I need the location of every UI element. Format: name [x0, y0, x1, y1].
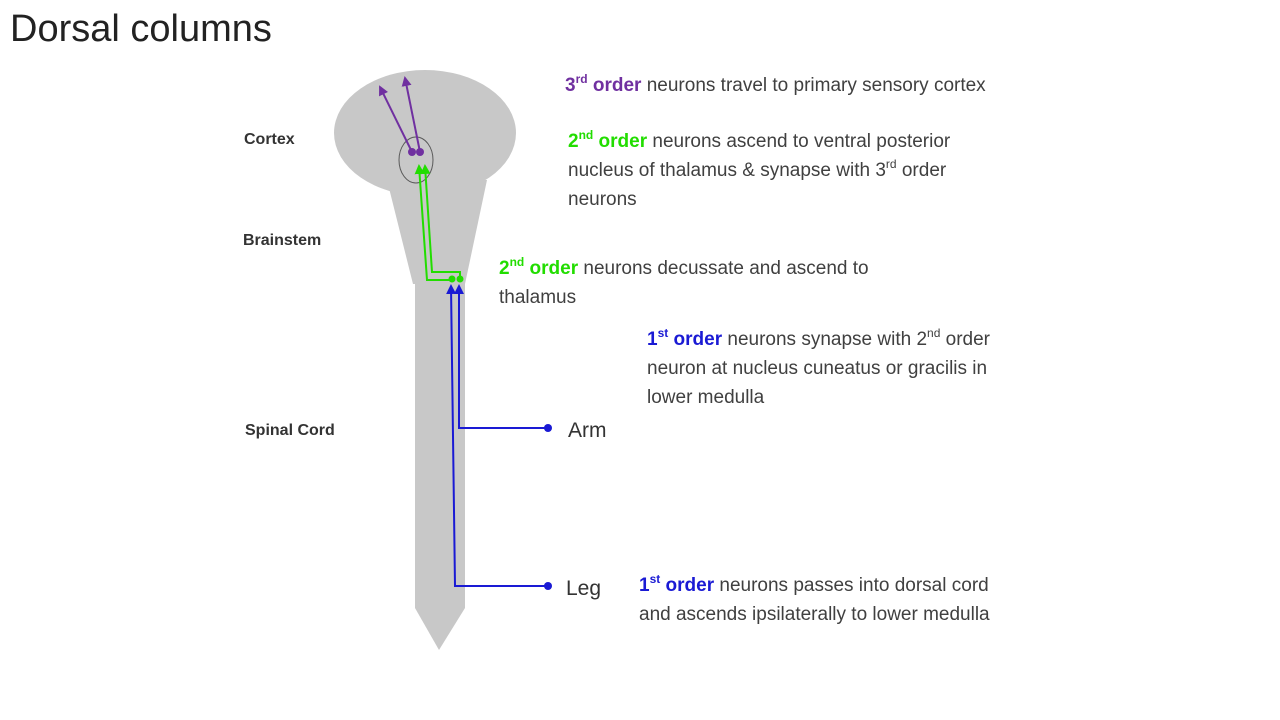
spinal-cord-label: Spinal Cord — [245, 422, 335, 439]
spinal-cord-shape — [415, 280, 465, 650]
third-order-synapse-dot-1 — [408, 148, 416, 156]
note-second-decussate-text: neurons decussate and ascend to thalamus — [499, 258, 869, 308]
note-first-dorsal-num: 1 — [639, 575, 650, 596]
note-third-order-label: order — [592, 75, 642, 96]
note-third-order-num: 3 — [565, 75, 576, 96]
note-second-thalamus-sup2: rd — [885, 157, 897, 171]
note-first-dorsal-label: order — [665, 575, 715, 596]
note-second-order-decussate: 2nd order neurons decussate and ascend t… — [499, 254, 939, 312]
note-second-decussate-label: order — [529, 258, 579, 279]
leg-receptor-dot — [544, 582, 552, 590]
note-third-order: 3rd order neurons travel to primary sens… — [565, 71, 1085, 100]
second-order-neuron-1 — [414, 164, 452, 281]
first-order-neuron-leg — [446, 284, 547, 587]
second-order-synapse-dot-2 — [456, 275, 464, 283]
note-first-dorsal-text: neurons passes into dorsal cord and asce… — [639, 575, 990, 625]
note-third-order-text: neurons travel to primary sensory cortex — [646, 75, 986, 96]
note-first-synapse-sup2: nd — [927, 326, 941, 340]
note-first-order-synapse: 1st order neurons synapse with 2nd order… — [647, 325, 1017, 412]
note-second-thalamus-text-before: neurons ascend to ventral posterior nucl… — [568, 131, 951, 181]
first-order-neuron-arm — [454, 284, 547, 429]
third-order-synapse-dot-2 — [416, 148, 424, 156]
note-second-thalamus-sup: nd — [578, 128, 594, 142]
arm-receptor-dot — [544, 424, 552, 432]
note-first-synapse-text-after: order neuron at nucleus cuneatus or grac… — [647, 329, 991, 408]
brainstem-label: Brainstem — [243, 232, 322, 249]
note-second-thalamus-label: order — [598, 131, 648, 152]
cortex-shape — [334, 70, 516, 196]
note-first-synapse-label: order — [673, 329, 723, 350]
note-first-synapse-text-before: neurons synapse with 2 — [727, 329, 928, 350]
note-first-order-dorsal: 1st order neurons passes into dorsal cor… — [639, 571, 1004, 629]
note-second-thalamus-num: 2 — [568, 131, 579, 152]
note-first-synapse-sup: st — [657, 326, 669, 340]
note-second-order-thalamus: 2nd order neurons ascend to ventral post… — [568, 127, 1018, 214]
leg-label: Leg — [566, 577, 602, 600]
note-third-order-sup: rd — [575, 72, 588, 86]
note-first-dorsal-sup: st — [649, 572, 661, 586]
second-order-synapse-dot-1 — [448, 275, 456, 283]
cortex-label: Cortex — [244, 131, 295, 148]
third-order-neuron-2 — [401, 76, 421, 153]
page-title: Dorsal columns — [10, 8, 272, 50]
brainstem-shape — [387, 180, 487, 284]
note-first-synapse-num: 1 — [647, 329, 658, 350]
note-second-thalamus-text-after: order neurons — [568, 160, 947, 210]
note-second-decussate-num: 2 — [499, 258, 510, 279]
arm-label: Arm — [568, 419, 607, 442]
third-order-neuron-1 — [379, 85, 413, 153]
note-second-decussate-sup: nd — [509, 255, 525, 269]
